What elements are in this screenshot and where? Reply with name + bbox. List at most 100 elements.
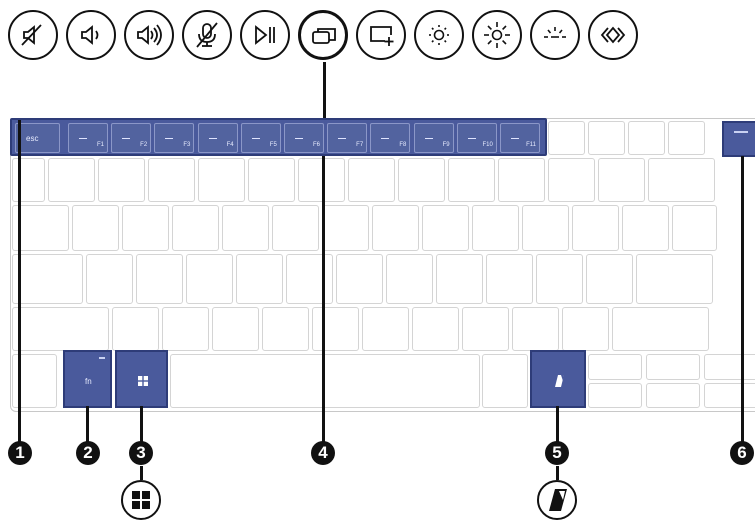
key [12,254,83,304]
f1-label: F1 [96,142,104,148]
key [562,307,609,351]
callout-line-2 [86,406,89,442]
key [286,254,333,304]
key [522,205,569,251]
f8-key: F8 [370,123,411,153]
key [148,158,195,202]
key [172,205,219,251]
key [622,205,669,251]
key [412,307,459,351]
play-pause-icon [240,10,290,60]
key [162,307,209,351]
key [386,254,433,304]
key [112,307,159,351]
key [236,254,283,304]
key [572,205,619,251]
screen-snip-icon [356,10,406,60]
switch-screen-icon [298,10,348,60]
windows-logo-large-icon [121,480,161,520]
mute-icon [8,10,58,60]
f2-label: F2 [140,142,148,148]
arrow-left-key [588,383,642,408]
f10-label: F10 [482,142,493,148]
key [212,307,259,351]
callout-line-3-bottom [140,466,143,480]
function-icon-row [8,10,648,62]
key [12,307,109,351]
key [362,307,409,351]
switch-screen-icon-small [295,132,303,139]
key [122,205,169,251]
key [336,254,383,304]
mic-mute-icon [182,10,232,60]
f2-key: F2 [111,123,152,153]
mic-mute-icon-small [208,132,217,139]
keyboard-backlight-icon-small [467,132,476,139]
f6-key: F6 [284,123,324,153]
key [436,254,483,304]
fn-key: fn [63,350,112,408]
callout-line-3 [140,406,143,442]
copilot-logo-large-icon [537,480,577,520]
f1-key: F1 [68,123,108,153]
callout-3: 3 [129,441,153,465]
key [422,205,469,251]
volume-down-icon [66,10,116,60]
key [598,158,645,202]
key [628,121,665,155]
key [588,121,625,155]
key [512,307,559,351]
fn-key-label: fn [85,377,92,386]
key [222,205,269,251]
esc-key: esc [15,123,60,153]
callout-line-4-top [323,62,326,120]
callout-line-1 [18,120,21,442]
f10-key: F10 [456,123,497,153]
esc-key-label: esc [26,134,39,143]
copilot-key [530,350,586,408]
key [548,121,585,155]
f11-label: F11 [526,142,536,148]
f8-label: F8 [399,142,407,148]
f5-key: F5 [240,123,281,153]
key [48,158,95,202]
key [372,205,419,251]
windows-key [115,350,168,408]
key [72,205,119,251]
f3-label: F3 [183,142,191,148]
volume-up-icon-small [165,132,174,139]
key [672,205,717,251]
key [272,205,319,251]
keyboard-backlight-icon [530,10,580,60]
volume-down-icon-small [122,132,131,139]
brightness-down-icon [414,10,464,60]
callout-1: 1 [8,441,32,465]
key [472,205,519,251]
key [322,205,369,251]
key [86,254,133,304]
key [548,158,595,202]
key [448,158,495,202]
f4-key: F4 [197,123,238,153]
key [588,354,642,380]
f6-label: F6 [312,142,320,148]
callout-4: 4 [311,441,335,465]
brightness-up-icon-small [424,132,433,139]
callout-line-6 [741,156,744,442]
callout-6: 6 [730,441,754,465]
connect-icon-small [511,132,519,139]
callout-line-5-bottom [556,466,559,480]
callout-line-5 [556,406,559,442]
key [668,121,705,155]
f5-label: F5 [269,142,277,148]
fn-lock-indicator [99,357,105,359]
arrow-up-key [646,354,700,380]
key [348,158,395,202]
windows-logo-icon [138,376,148,386]
callout-2: 2 [76,441,100,465]
key [498,158,545,202]
key [636,254,713,304]
key [486,254,533,304]
key [186,254,233,304]
